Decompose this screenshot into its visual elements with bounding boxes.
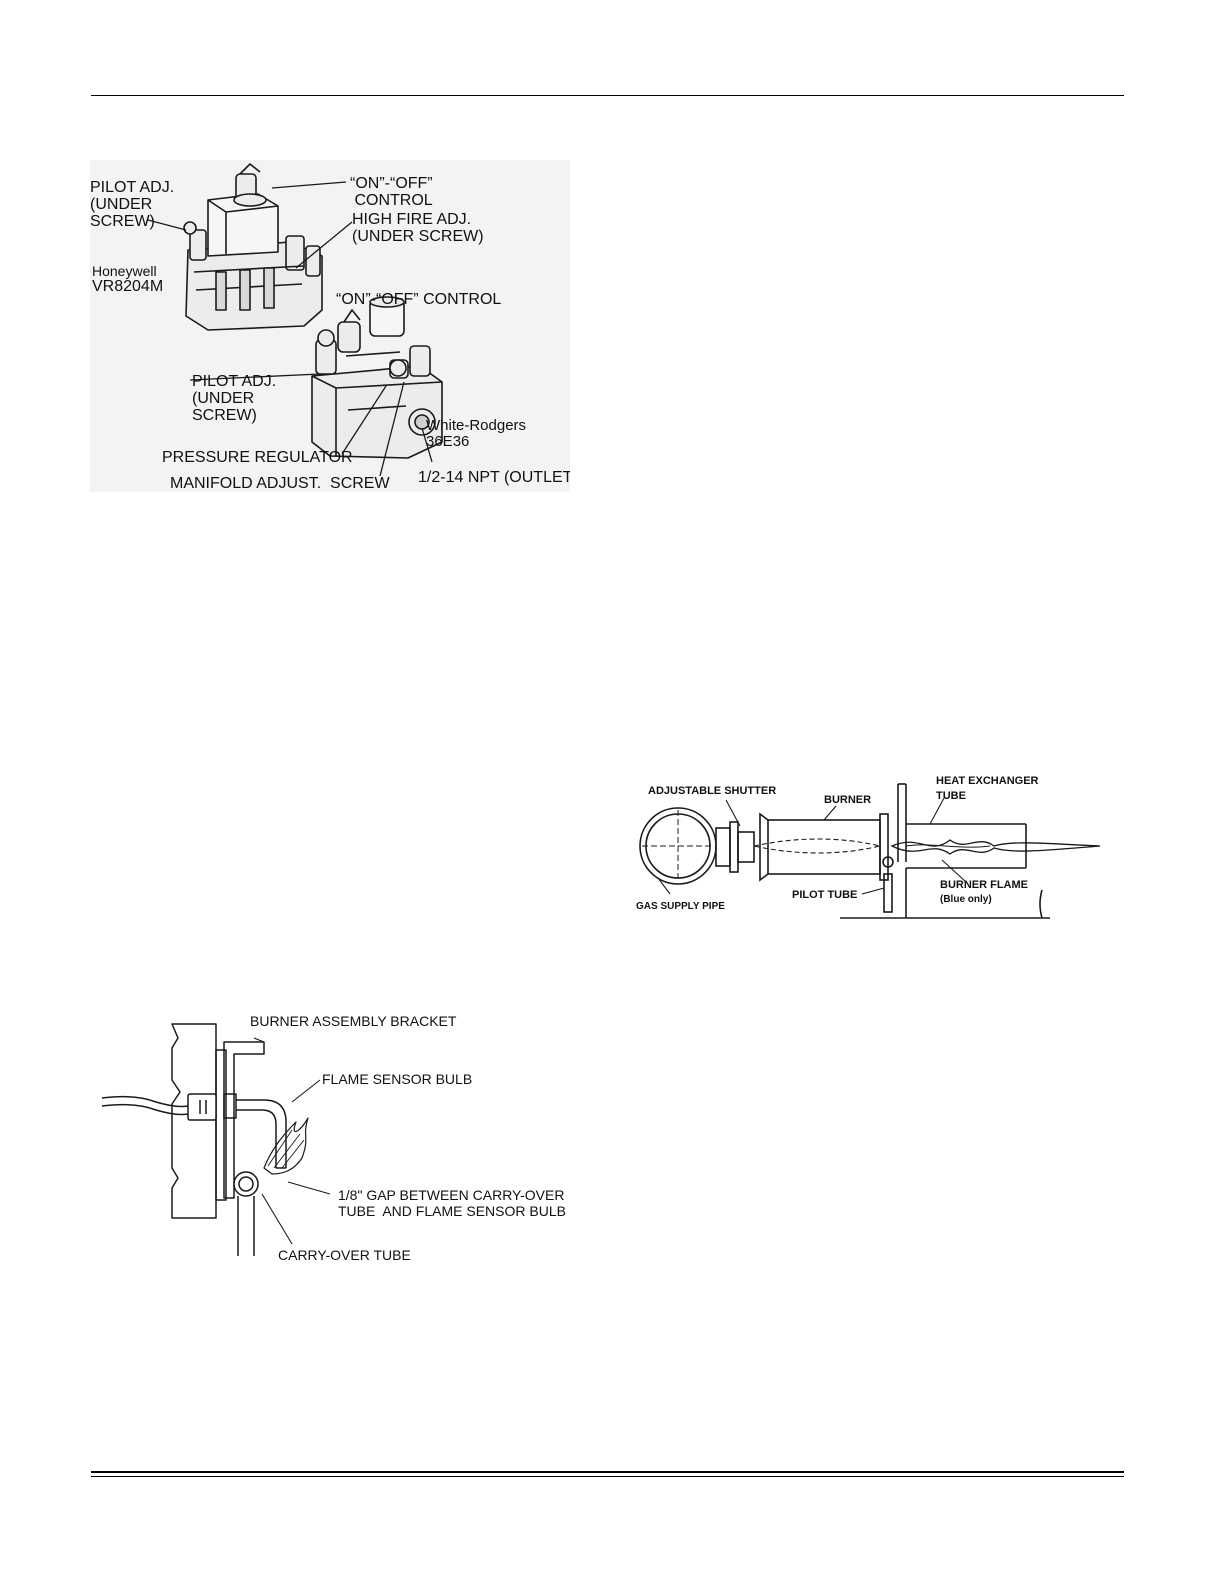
white-rodgers-knob xyxy=(337,321,361,353)
burner-body xyxy=(767,819,881,875)
label-manifold-adjust-screw: MANIFOLD ADJUST. SCREW xyxy=(170,475,390,492)
label-honeywell-model: Honeywell VR8204M xyxy=(92,263,164,295)
label-burner-assembly-bracket: BURNER ASSEMBLY BRACKET xyxy=(250,1013,457,1029)
label-adjustable-shutter: ADJUSTABLE SHUTTER xyxy=(648,785,777,797)
label-on-off-control-bottom: “ON”-“OFF” CONTROL xyxy=(336,291,502,308)
label-heat-exchanger-tube: HEAT EXCHANGER TUBE xyxy=(936,775,1039,802)
label-outlet: 1/2-14 NPT (OUTLET) xyxy=(418,469,570,486)
burner-assembly-bracket xyxy=(223,1041,265,1199)
label-gap-note: 1/8" GAP BETWEEN CARRY-OVER TUBE AND FLA… xyxy=(338,1187,566,1219)
label-pilot-adj-top: PILOT ADJ. (UNDER SCREW) xyxy=(90,179,175,230)
label-pilot-tube: PILOT TUBE xyxy=(792,889,858,901)
label-burner-flame: BURNER FLAME (Blue only) xyxy=(940,879,1028,905)
gas-valve-drawing xyxy=(147,163,443,477)
label-gas-supply-pipe: GAS SUPPLY PIPE xyxy=(636,901,725,912)
label-white-rodgers-model: White-Rodgers 36E36 xyxy=(426,417,527,450)
burner-wall xyxy=(171,1023,217,1219)
burner-drawing xyxy=(639,783,1101,919)
sensor-wire xyxy=(101,1095,189,1108)
burner-flame xyxy=(890,839,1101,855)
footer-rule-thin xyxy=(91,1476,1124,1477)
label-burner: BURNER xyxy=(824,794,872,806)
label-pressure-regulator: PRESSURE REGULATOR xyxy=(162,449,353,466)
sensor-connector xyxy=(187,1093,217,1121)
label-on-off-control-top: “ON”-“OFF” CONTROL xyxy=(350,175,433,209)
flame-sensor-bulb xyxy=(236,1099,287,1168)
label-flame-sensor-bulb: FLAME SENSOR BULB xyxy=(322,1071,473,1087)
pilot-tube xyxy=(883,873,893,913)
burner-figure: ADJUSTABLE SHUTTER BURNER HEAT EXCHANGER… xyxy=(630,770,1110,926)
footer-rule-thick xyxy=(91,1471,1124,1473)
label-carry-over-tube: CARRY-OVER TUBE xyxy=(278,1247,411,1263)
label-high-fire-adj: HIGH FIRE ADJ. (UNDER SCREW) xyxy=(352,211,484,245)
sensor-flame xyxy=(263,1117,309,1175)
label-pilot-adj-bottom: PILOT ADJ. (UNDER SCREW) xyxy=(192,373,277,424)
flame-sensor-drawing xyxy=(101,1023,331,1256)
adjustable-shutter xyxy=(715,827,731,867)
header-rule xyxy=(91,95,1124,96)
carry-over-tube xyxy=(233,1171,259,1197)
gas-valve-figure: PILOT ADJ. (UNDER SCREW) “ON”-“OFF” CONT… xyxy=(90,160,570,492)
flame-sensor-figure: BURNER ASSEMBLY BRACKET FLAME SENSOR BUL… xyxy=(96,1008,572,1270)
